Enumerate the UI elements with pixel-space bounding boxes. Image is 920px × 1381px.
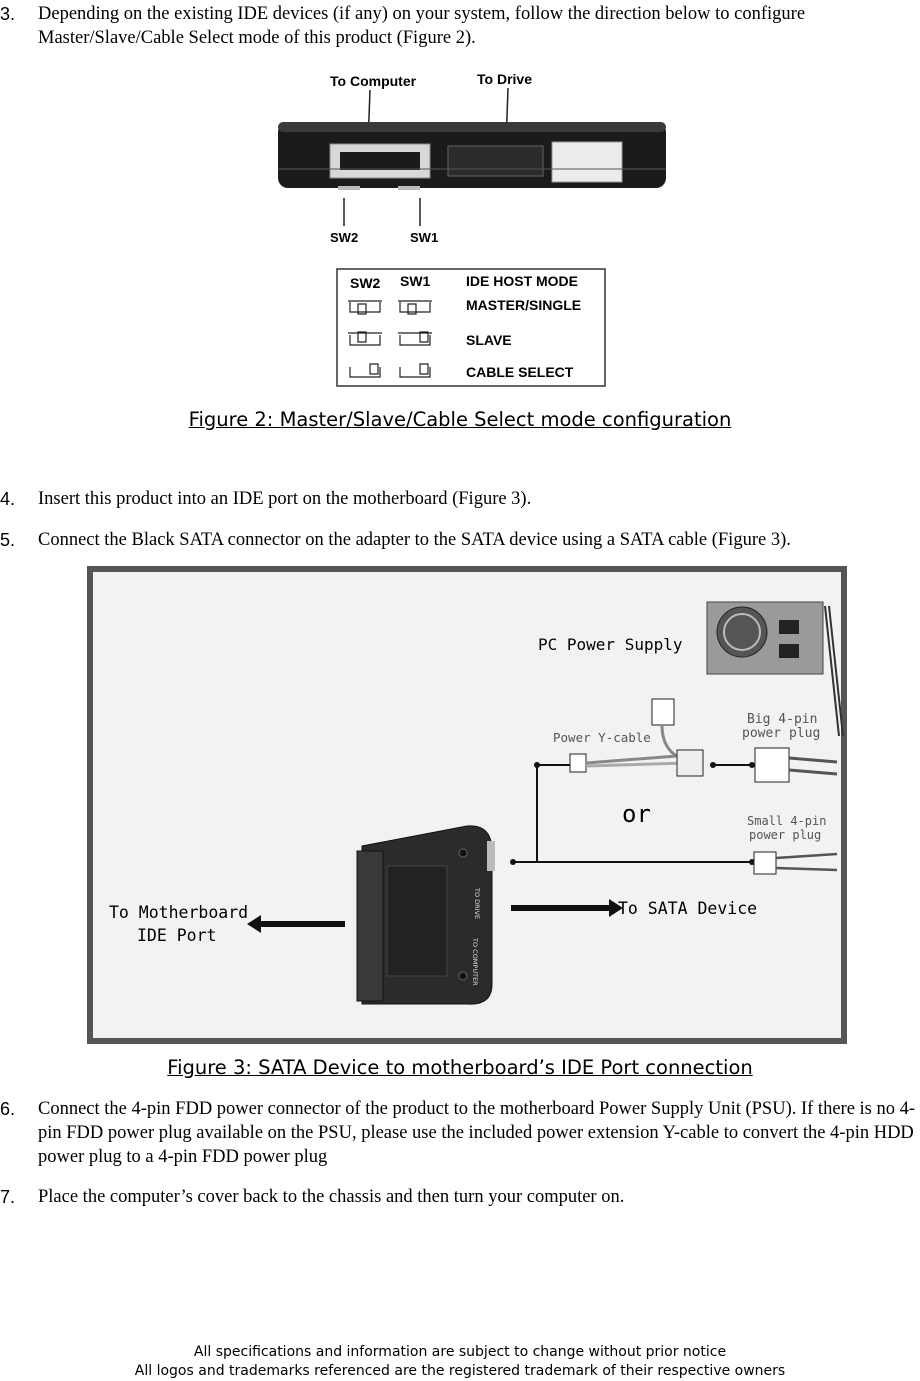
sw1-label: SW1	[410, 230, 438, 245]
step-text: Place the computer’s cover back to the c…	[38, 1187, 625, 1207]
figure-3-illustration: PC Power Supply Power Y-cable Big 4-pin …	[87, 566, 847, 1044]
pc-power-supply-label: PC Power Supply	[538, 635, 683, 654]
arrow-to-motherboard	[247, 915, 345, 933]
sw2-label: SW2	[330, 230, 358, 245]
step-text: Depending on the existing IDE devices (i…	[38, 4, 806, 48]
step-text: Connect the Black SATA connector on the …	[38, 530, 791, 550]
to-drive-label: To Drive	[477, 71, 532, 87]
adapter-to-computer: TO COMPUTER	[471, 937, 479, 986]
to-sata-device-label: To SATA Device	[618, 899, 757, 918]
step-number: 4.	[0, 489, 16, 509]
adapter-image: TO DRIVE TO COMPUTER	[356, 825, 495, 1005]
table-col-mode: IDE HOST MODE	[466, 273, 578, 289]
small-plug-label-2: power plug	[749, 828, 821, 842]
table-row-cable-select: CABLE SELECT	[466, 364, 574, 380]
big-plug-label-1: Big 4-pin	[747, 712, 817, 727]
power-y-cable-label: Power Y-cable	[553, 730, 651, 745]
figure-2-caption: Figure 2: Master/Slave/Cable Select mode…	[188, 408, 732, 431]
adapter-to-drive: TO DRIVE	[473, 887, 481, 919]
step-number: 7.	[0, 1187, 16, 1207]
step-number: 5.	[0, 530, 16, 550]
step-number: 6.	[0, 1099, 16, 1119]
power-supply-image	[706, 601, 844, 737]
arrow-to-sata-device	[511, 899, 623, 917]
figure-2-illustration: To Computer To Drive SW2 SW1 SW2 SW1 IDE…	[278, 71, 666, 387]
step-number: 3.	[0, 4, 16, 24]
footer-line-2: All logos and trademarks referenced are …	[134, 1363, 786, 1379]
to-motherboard-label-1: To Motherboard	[109, 903, 248, 922]
footer-line-1: All specifications and information are s…	[193, 1344, 727, 1360]
small-plug-label-1: Small 4-pin	[747, 814, 826, 828]
table-col-sw1: SW1	[400, 273, 431, 289]
to-motherboard-label-2: IDE Port	[137, 926, 216, 945]
table-col-sw2: SW2	[350, 275, 381, 291]
table-row-slave: SLAVE	[466, 332, 512, 348]
to-computer-label: To Computer	[330, 73, 417, 89]
figure-3-caption: Figure 3: SATA Device to motherboard’s I…	[167, 1056, 753, 1079]
or-label: or	[622, 800, 651, 828]
switch-mode-table	[336, 268, 606, 387]
big-plug-label-2: power plug	[742, 726, 820, 741]
step-text: Connect the 4-pin FDD power connector of…	[38, 1099, 916, 1167]
table-row-master: MASTER/SINGLE	[466, 297, 581, 313]
step-text: Insert this product into an IDE port on …	[38, 489, 532, 509]
